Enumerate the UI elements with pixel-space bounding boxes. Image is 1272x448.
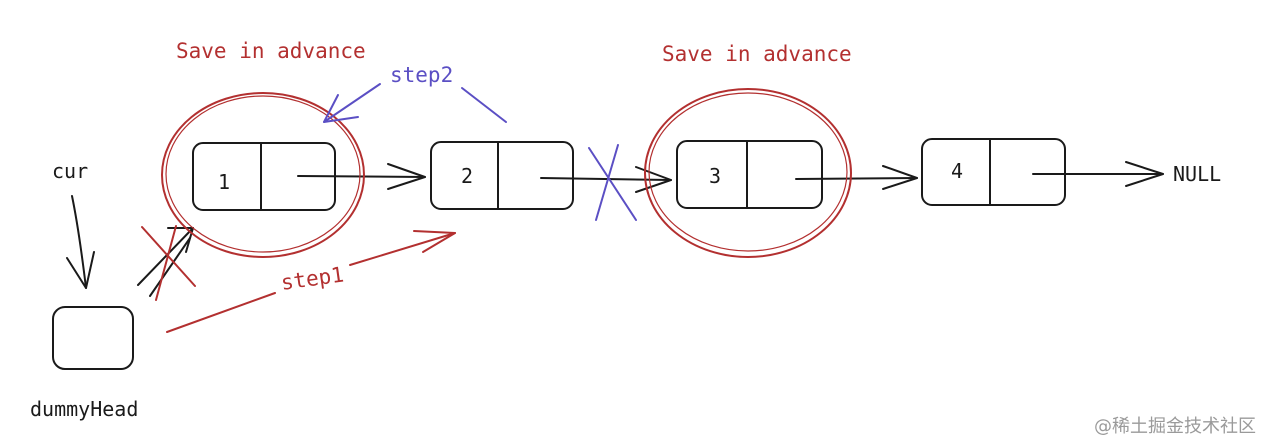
save-circle-node3-outline [648, 92, 848, 252]
step2-label: step2 [390, 63, 453, 87]
save-circle-node1 [161, 92, 365, 258]
save-in-advance-label-right: Save in advance [662, 42, 852, 66]
node-2 [430, 141, 574, 210]
node-4 [921, 138, 1066, 206]
node-1-value: 1 [218, 170, 230, 194]
cross-mark-node2-link [588, 144, 637, 221]
save-circle-node3 [644, 88, 852, 258]
step2-arrow [323, 83, 507, 123]
node-3 [676, 140, 823, 209]
step1-arrow [166, 230, 456, 333]
cur-pointer-arrow [66, 195, 95, 289]
step1-label: step1 [279, 262, 345, 295]
arrow-node4-to-null [1032, 161, 1164, 187]
node-3-value: 3 [709, 164, 721, 188]
watermark: @稀土掘金技术社区 [1094, 416, 1256, 437]
dummy-head-node [52, 306, 134, 370]
save-in-advance-label-left: Save in advance [176, 39, 366, 63]
cross-mark-dummy-link [141, 225, 196, 301]
null-label: NULL [1173, 162, 1221, 186]
dummy-head-label: dummyHead [30, 397, 138, 421]
arrow-node1-to-node2 [297, 163, 426, 190]
cur-label: cur [52, 159, 88, 183]
arrow-node3-to-node4 [795, 165, 918, 190]
node-4-value: 4 [951, 159, 963, 183]
node-2-value: 2 [461, 164, 473, 188]
save-circle-node1-outline [165, 95, 361, 253]
